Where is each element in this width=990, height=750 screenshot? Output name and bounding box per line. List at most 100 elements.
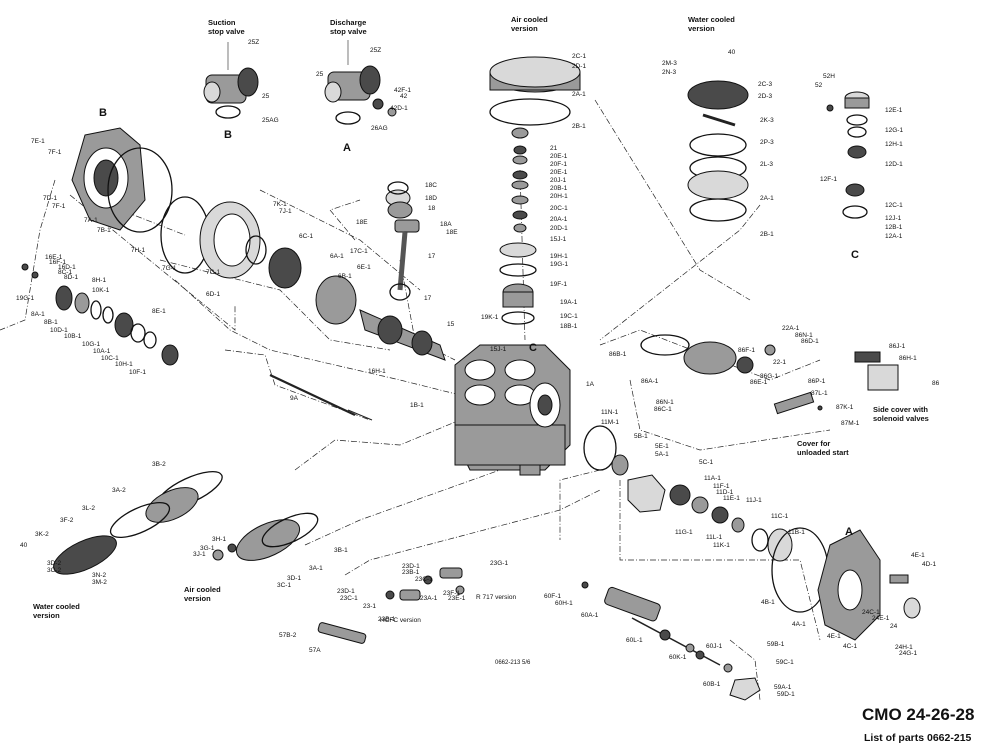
part-label: 11J-1 [746, 497, 762, 504]
part-label: 12J-1 [885, 215, 902, 222]
part-label: 23B-1 [402, 569, 420, 576]
part-label: 4E-1 [827, 633, 841, 640]
oil-filter-assembly [581, 581, 761, 701]
part-label: 86C-1 [654, 406, 672, 413]
discharge-stop-valve [324, 40, 397, 125]
part-label: 86J-1 [889, 343, 906, 350]
part-label: 3H-1 [212, 536, 226, 543]
part-label: 20F-1 [550, 161, 567, 168]
lower-cylinder-covers [53, 470, 319, 575]
letter-c-right: C [851, 249, 859, 261]
part-label: 2B-1 [760, 231, 774, 238]
cylinder-cover-water-cooled [687, 80, 749, 222]
part-label: 2K-3 [760, 117, 774, 124]
part-label: 10C-1 [101, 355, 119, 362]
part-label: 5C-1 [699, 459, 713, 466]
suction-stop-valve [203, 42, 259, 119]
part-label: 23G-1 [490, 560, 508, 567]
part-label: 3L-2 [82, 505, 95, 512]
unloaded-cover-heading-1: Cover for [797, 439, 830, 448]
part-label: 42D-1 [390, 105, 408, 112]
water-cooled-top-heading-1: Water cooled [688, 15, 735, 24]
part-label: 3D-2 [47, 560, 61, 567]
part-label: 23A-1 [420, 595, 438, 602]
side-cover-assembly [640, 334, 899, 415]
part-label: 19H-1 [550, 253, 568, 260]
part-label: 11C-1 [771, 513, 789, 520]
part-label: 60F-1 [544, 593, 561, 600]
letter-b-top: B [99, 107, 107, 119]
part-label: 24C-1 [862, 609, 880, 616]
part-label: 19G-1 [550, 261, 568, 268]
part-label: 57B-2 [279, 632, 297, 639]
part-label: 60H-1 [555, 600, 573, 607]
part-label: 2B-1 [572, 123, 586, 130]
part-label: 12B-1 [885, 224, 903, 231]
part-label: 7K-1 [273, 201, 287, 208]
housing-b-assembly [71, 127, 357, 325]
cylinder-liner-stack [499, 127, 537, 325]
part-label: 22A-1 [782, 325, 800, 332]
part-label: 87L-1 [811, 390, 828, 397]
part-label: 15J-1 [490, 346, 507, 353]
part-label: 87K-1 [836, 404, 854, 411]
part-label: 86D-1 [801, 338, 819, 345]
part-label: 42F-1 [394, 87, 411, 94]
part-label: 7E-1 [31, 138, 45, 145]
part-label: 8E-1 [152, 308, 166, 315]
part-label: 10H-1 [115, 361, 133, 368]
part-label: 11K-1 [713, 542, 730, 549]
air-cooled-bottom-heading-2: version [184, 594, 211, 603]
part-label: 18D [425, 195, 437, 202]
section-headings: Suction stop valve Discharge stop valve … [33, 15, 929, 624]
part-label: 52 [815, 82, 823, 89]
part-label: 20E-1 [550, 153, 568, 160]
part-label: 60L-1 [626, 637, 643, 644]
water-cooled-top-heading-2: version [688, 24, 715, 33]
part-label: 10B-1 [64, 333, 82, 340]
part-label: 40 [20, 542, 28, 549]
part-label: 24 [890, 623, 898, 630]
part-label: 3A-1 [309, 565, 323, 572]
letter-a-right: A [845, 526, 853, 538]
part-label: 12F-1 [820, 176, 837, 183]
part-label: 3B-1 [334, 547, 348, 554]
part-label: 2C-3 [758, 81, 772, 88]
part-label: 8A-1 [31, 311, 45, 318]
part-label: 19F-1 [550, 281, 567, 288]
part-label: 2C-1 [572, 53, 586, 60]
part-label: 7D-1 [43, 195, 57, 202]
part-label: 86F-1 [738, 347, 755, 354]
part-label: 3B-2 [152, 461, 166, 468]
part-label: 20E-1 [550, 169, 568, 176]
suction-heading-2: stop valve [208, 27, 245, 36]
unloader-piston-stack [826, 91, 870, 219]
side-cover-heading-2: solenoid valves [873, 414, 929, 423]
part-label: 11N-1 [601, 409, 619, 416]
part-label: 23D-1 [402, 563, 420, 570]
part-label: 6E-1 [357, 264, 371, 271]
part-label: 2A-1 [572, 91, 586, 98]
part-label: 8D-1 [64, 274, 78, 281]
part-label: 86E-1 [750, 379, 768, 386]
part-label: 19C-1 [560, 313, 578, 320]
part-label: 12D-1 [885, 161, 903, 168]
part-label: 3M-2 [92, 579, 107, 586]
part-label: 3C-1 [277, 582, 291, 589]
part-label: 6C-1 [299, 233, 313, 240]
oil-pump-stack [21, 263, 179, 366]
part-label: 10F-1 [129, 369, 146, 376]
part-label: 7H-1 [131, 247, 145, 254]
part-label: 11G-1 [675, 529, 693, 536]
part-label: 6B-1 [338, 273, 352, 280]
shaft-seal-assembly [583, 425, 793, 562]
part-label: 86N-1 [795, 332, 813, 339]
part-label: 12C-1 [885, 202, 903, 209]
part-label: 4C-1 [843, 643, 857, 650]
part-label: 20J-1 [550, 177, 567, 184]
part-label: 20C-1 [550, 205, 568, 212]
part-label: 12A-1 [885, 233, 903, 240]
relief-valve-assembly [317, 567, 465, 644]
part-label: 16H-1 [368, 368, 386, 375]
